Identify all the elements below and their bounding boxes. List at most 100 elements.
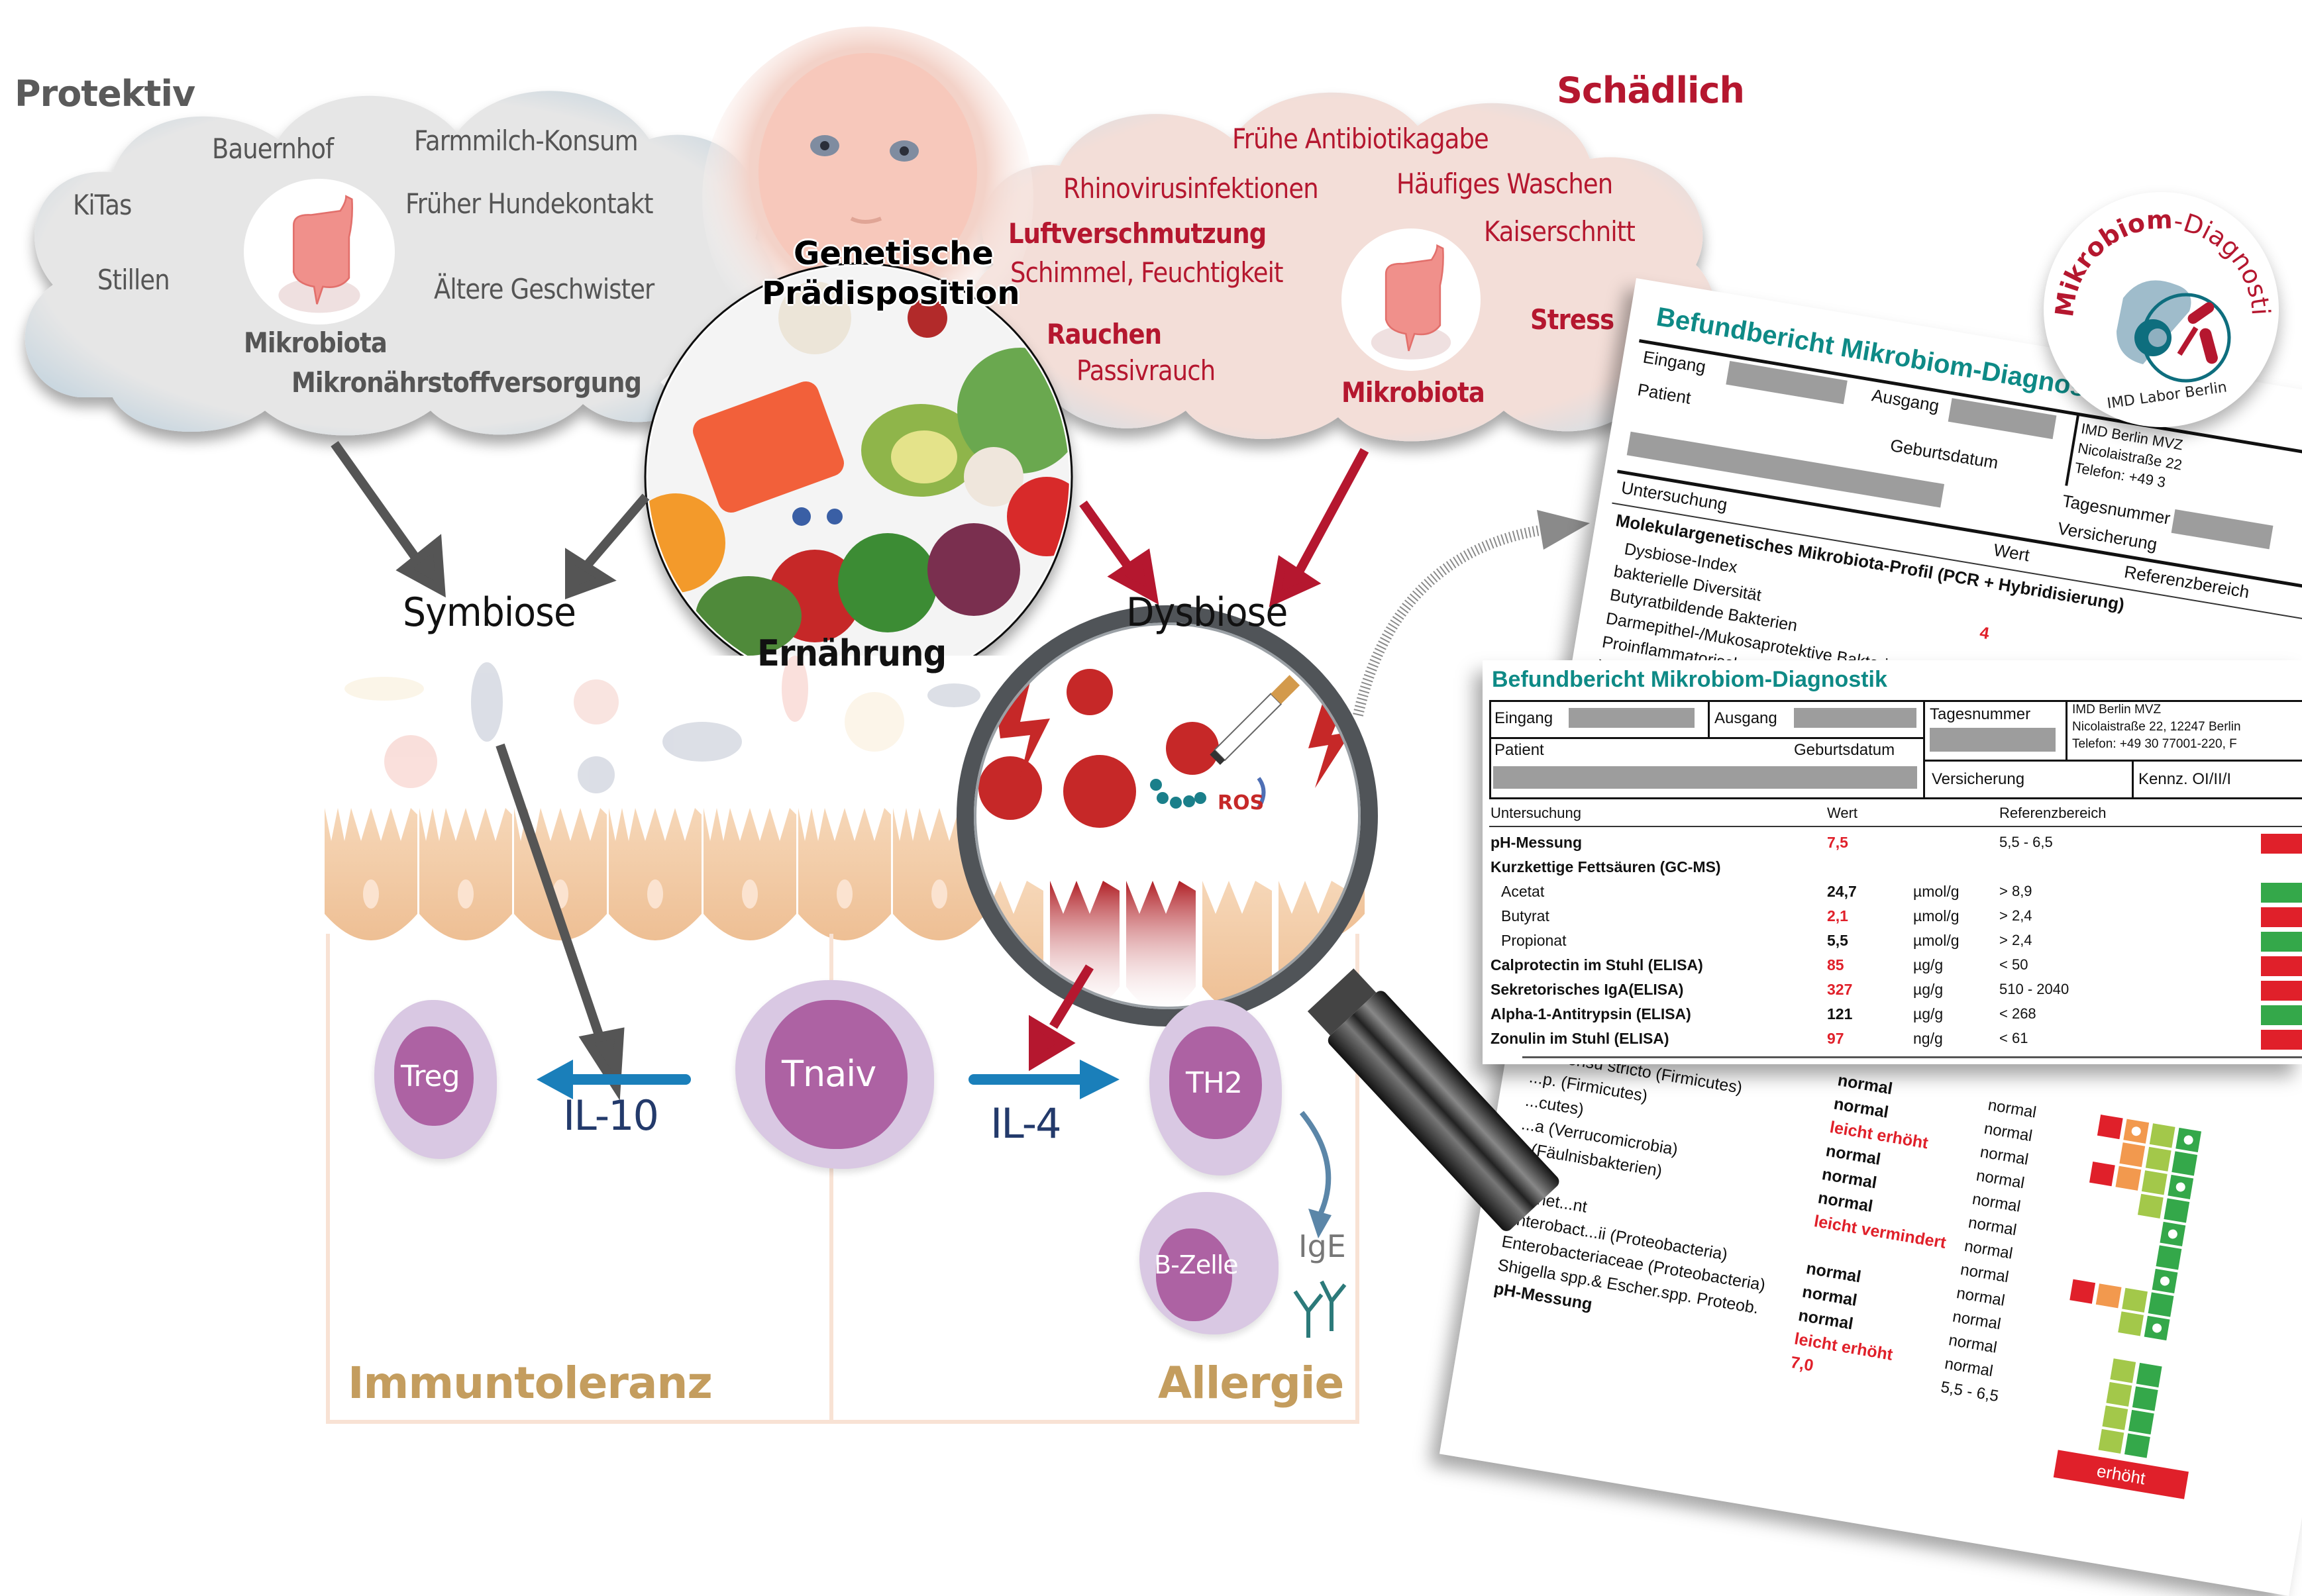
b-cell-label: B-Zelle (1154, 1250, 1239, 1279)
front-report: Befundbericht Mikrobiom-Diagnostik Einga… (1483, 660, 2302, 1064)
score-square (2171, 1151, 2198, 1176)
protective-title: Protektiv (15, 73, 195, 115)
back-col-value: Wert (1992, 539, 2031, 566)
front-row-reference: < 268 (1999, 1005, 2036, 1022)
cell-nucleus (931, 879, 947, 909)
ros-label: ROS (1218, 791, 1265, 815)
back-row-reference: normal (1983, 1119, 2034, 1146)
score-square (2119, 1142, 2146, 1168)
score-square (2124, 1433, 2150, 1458)
bacteria-chain-icon (1150, 779, 1206, 809)
front-report-title: Befundbericht Mikrobiom-Diagnostik (1492, 667, 1887, 692)
back-row-value: 4 (1978, 623, 1991, 644)
il10-arrow (537, 1060, 691, 1099)
epithelial-cell (1202, 881, 1272, 1010)
score-square (2097, 1115, 2123, 1140)
gut-icon-harmful (1341, 228, 1481, 371)
front-row-unit: µg/g (1913, 981, 1944, 998)
factor-kitas: KiTas (73, 189, 132, 221)
curved-arrow-icon (1257, 777, 1266, 809)
score-square (2118, 1311, 2144, 1336)
illustration-canvas (25, 26, 1716, 1338)
back-row-name: Prot... (1512, 1162, 1559, 1187)
status-indicator-red (2261, 834, 2302, 854)
front-col-test: Untersuchung (1491, 805, 1581, 821)
factor-schimmel: Schimmel, Feuchtigkeit (1010, 256, 1283, 289)
front-lab-line3: Telefon: +49 30 77001-220, F (2072, 737, 2237, 751)
epithelial-cell (419, 808, 512, 940)
back-row-value: normal (1820, 1165, 1879, 1193)
status-indicator-green (2261, 1005, 2302, 1025)
back-row-value: normal (1832, 1094, 1890, 1122)
front-versicherung-label: Versicherung (1932, 770, 2025, 788)
status-indicator-green (2261, 883, 2302, 903)
score-square (2122, 1287, 2148, 1313)
front-tagesnummer-label: Tagesnummer (1930, 705, 2031, 723)
epithelial-cell (798, 808, 891, 940)
damaged-epithelial-cell (1050, 881, 1120, 1010)
score-square (2123, 1119, 2150, 1144)
front-row-value: 121 (1827, 1005, 1853, 1022)
front-row-reference: < 61 (1999, 1030, 2028, 1046)
score-square (2132, 1386, 2158, 1411)
arrow-protective-to-symbiosis (331, 440, 446, 598)
front-row-name: Sekretorisches IgA(ELISA) (1491, 981, 1684, 998)
score-square (2164, 1198, 2190, 1223)
back-row-reference: normal (1967, 1213, 2018, 1240)
score-square (2145, 1146, 2171, 1172)
score-square (2115, 1166, 2142, 1191)
front-row-reference: 5,5 - 6,5 (1999, 834, 2053, 850)
front-row-name: Propionat (1501, 932, 1567, 949)
front-row-reference: < 50 (1999, 956, 2028, 973)
epithelial-cell (609, 808, 702, 940)
score-square (2089, 1162, 2115, 1187)
front-tagesnummer-redacted (1930, 728, 2056, 752)
front-row-value: 97 (1827, 1030, 1844, 1047)
front-header-table (1489, 700, 2302, 799)
score-square (2160, 1221, 2186, 1247)
back-row-value: normal (1816, 1188, 1875, 1216)
front-col-range: Referenzbereich (1999, 805, 2107, 821)
front-row-name: Acetat (1501, 883, 1545, 900)
back-row-reference: normal (1987, 1095, 2038, 1122)
back-row-reference: normal (1963, 1237, 2014, 1263)
il4-label: IL-4 (990, 1099, 1062, 1148)
protective-mikrobiota-label: Mikrobiota (244, 326, 388, 359)
front-geburtsdatum-label: Geburtsdatum (1794, 741, 1895, 759)
status-indicator-red (2261, 907, 2302, 927)
cell-nucleus (458, 879, 474, 909)
genetics-label-line2: Prädisposition (762, 275, 1020, 312)
front-kennz-label: Kennz. OI/II/I (2138, 770, 2232, 788)
back-row-reference: normal (1979, 1143, 2030, 1169)
protective-cloud (25, 91, 776, 436)
score-square (2168, 1174, 2194, 1200)
food-image (644, 262, 1073, 691)
front-row-name: Kurzkettige Fettsäuren (GC-MS) (1491, 858, 1721, 875)
back-row-reference: normal (1955, 1284, 2007, 1310)
score-square (2098, 1428, 2124, 1454)
mikrobiom-diagnostik-logo: Mikrobiom-Diagnostik IMD Labor Berlin (2036, 169, 2279, 427)
front-row-unit: µmol/g (1913, 883, 1960, 900)
back-row-value: normal (1801, 1282, 1859, 1310)
front-row-reference: > 8,9 (1999, 883, 2032, 899)
front-row-name: Butyrat (1501, 907, 1549, 924)
factor-stress: Stress (1530, 303, 1614, 336)
harmful-mikrobiota-label: Mikrobiota (1341, 376, 1485, 409)
front-row-value: 327 (1827, 981, 1853, 998)
arrow-symbiosis-to-il10 (496, 743, 625, 1101)
il10-label: IL-10 (563, 1091, 659, 1140)
score-square (2069, 1279, 2096, 1304)
front-patient-label: Patient (1494, 741, 1544, 759)
back-row-reference: normal (1947, 1331, 1999, 1357)
factor-hundekontakt: Früher Hundekontakt (405, 187, 653, 220)
front-eingang-label: Eingang (1494, 709, 1553, 727)
back-row-value: normal (1805, 1259, 1863, 1287)
symbiosis-label: Symbiose (403, 589, 576, 636)
score-square (2106, 1381, 2132, 1407)
back-row-reference: normal (1971, 1190, 2022, 1216)
back-row-reference: normal (1951, 1307, 2003, 1334)
score-square (2144, 1315, 2170, 1341)
front-row-unit: µmol/g (1913, 932, 1960, 949)
lightning-icon (1308, 695, 1351, 788)
immune-panel-divider (829, 934, 833, 1424)
